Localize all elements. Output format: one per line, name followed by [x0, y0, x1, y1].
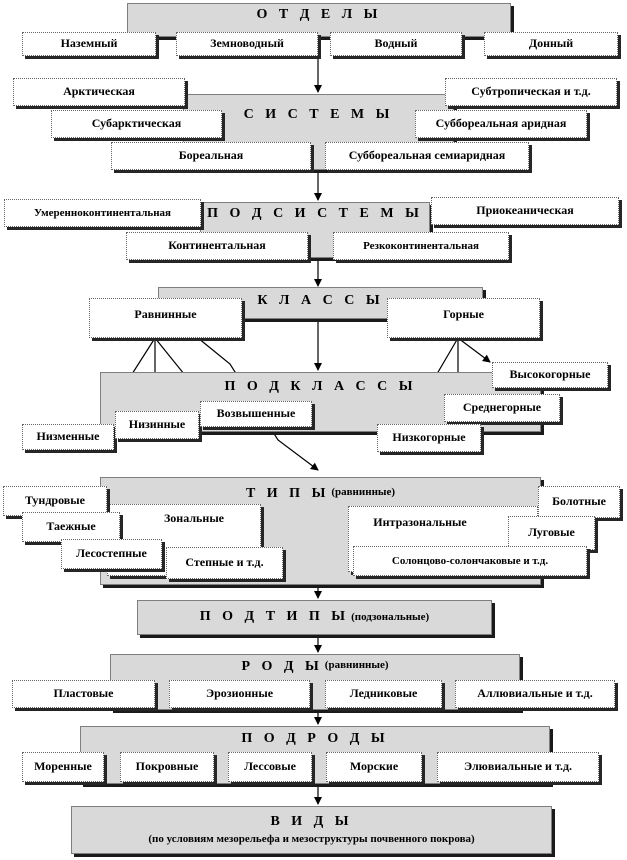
tip-item-stepnye: Степные и т.д. [166, 547, 283, 579]
rod-item-erozionnye: Эрозионные [169, 680, 310, 708]
tip-item-lugovye: Луговые [508, 516, 595, 550]
podklass-item-nizinnye: Низинные [115, 411, 199, 439]
podrod-item-morskie: Морские [326, 752, 422, 782]
otdel-item-nazemnyi: Наземный [22, 32, 156, 56]
podsistema-item-umerennokontinentalnaya: Умеренноконтинентальная [4, 199, 201, 227]
level-podtipy: П О Д Т И П Ы(подзональные) [137, 600, 492, 635]
tip-item-lesostepnye: Лесостепные [61, 539, 162, 569]
rod-item-lednikovye: Ледниковые [325, 680, 442, 708]
sistema-item-subborealnaya-aridnaya: Суббореальная аридная [415, 110, 587, 138]
level-otdely: О Т Д Е Л Ы [127, 3, 511, 37]
podklass-item-nizmennye: Низменные [22, 424, 114, 450]
rod-item-allyuvialnye: Аллювиальные и т.д. [455, 680, 615, 708]
otdel-item-donnyi: Донный [484, 32, 618, 56]
podrod-item-elyuvialnye: Элювиальные и т.д. [437, 752, 599, 782]
tip-item-taezhnye: Таежные [22, 512, 120, 542]
tip-item-tundrovye: Тундровые [3, 486, 107, 516]
podsistema-item-priokeanicheskaya: Приокеаническая [431, 197, 619, 225]
podklass-item-vysokogornye: Высокогорные [492, 362, 608, 388]
sistema-item-subtropicheskaya: Субтропическая и т.д. [445, 78, 617, 106]
klass-item-ravninnye: Равнинные [89, 298, 242, 338]
level-vidy: В И Д Ы (по условиям мезорельефа и мезос… [71, 806, 552, 854]
level-podsistemy: П О Д С И С Т Е М Ы [200, 202, 430, 258]
podsistema-item-kontinentalnaya: Континентальная [126, 232, 308, 260]
tip-item-bolotnye: Болотные [538, 486, 620, 518]
podklass-item-srednegornye: Среднегорные [444, 394, 560, 422]
otdel-item-vodnyi: Водный [330, 32, 462, 56]
sistema-item-subborealnaya-semiaridnaya: Суббореальная семиаридная [325, 142, 529, 170]
podrod-item-morennye: Моренные [22, 752, 104, 782]
podsistema-item-rezkokontinentalnaya: Резкоконтинентальная [333, 232, 509, 260]
sistema-item-arkticheskaya: Арктическая [13, 78, 185, 106]
sistema-item-subarkticheskaya: Субарктическая [51, 110, 222, 138]
podrod-item-lessovye: Лессовые [228, 752, 312, 782]
klass-item-gornye: Горные [387, 298, 540, 338]
otdel-item-zemnovodnyi: Земноводный [176, 32, 318, 56]
tip-item-solontsovo: Солонцово-солончаковые и т.д. [353, 546, 587, 576]
sistema-item-borealnaya: Бореальная [111, 142, 311, 170]
podklass-item-vozvyshennye: Возвышенные [200, 401, 312, 427]
rod-item-plastovye: Пластовые [12, 680, 155, 708]
podrod-item-pokrovnye: Покровные [120, 752, 214, 782]
podklass-item-nizkogornye: Низкогорные [377, 424, 481, 452]
